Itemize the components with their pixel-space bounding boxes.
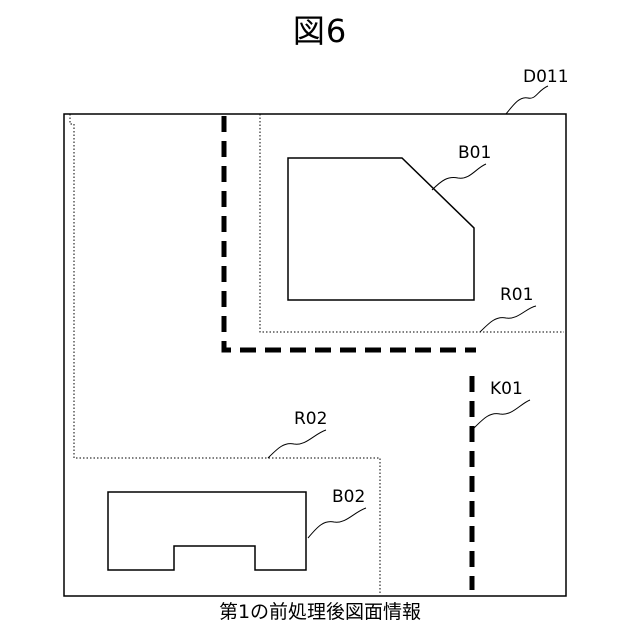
leader-r02 [268,430,326,458]
label-k01: K01 [490,379,523,399]
label-r01: R01 [500,285,533,305]
label-b02: B02 [332,487,365,507]
region-r02-outline-right [262,116,564,594]
leader-b02 [308,508,366,538]
drawing-frame [64,114,566,596]
label-d011: D011 [523,67,569,87]
leader-r01 [480,306,536,332]
leader-k01 [474,400,530,428]
boundary-k01-upper [224,116,476,350]
label-r02: R02 [294,409,327,429]
building-b02 [108,492,306,570]
leader-b01 [432,164,486,190]
label-b01: B01 [458,143,491,163]
figure-caption: 第1の前処理後図面情報 [0,597,640,624]
leader-d011 [506,86,548,114]
